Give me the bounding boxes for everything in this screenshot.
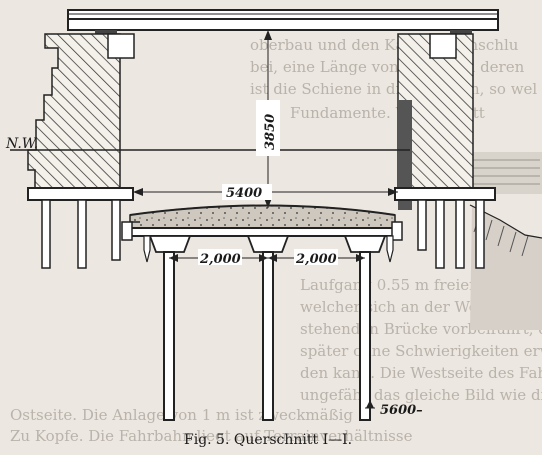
background-text-line: Zu Kopfe. Die Fahrbahn liegt auf Terrain…	[10, 427, 413, 445]
sheet-pile-spikes	[143, 235, 394, 263]
span-dimension	[133, 184, 398, 200]
background-text-line: ist die Schiene in drei Feldern, so wel	[250, 80, 537, 98]
left-abutment-piles	[41, 199, 121, 269]
right-spacing-label: 2,000	[295, 252, 337, 267]
background-text-line: oberbau und den Kanal. In Anschlu	[250, 36, 519, 54]
height-label: 3850	[263, 114, 278, 150]
background-text-line: Ostseite. Die Anlage von 1 m ist zweckmä…	[10, 406, 353, 424]
spacing-dimension	[169, 249, 365, 265]
main-piles	[163, 251, 371, 421]
background-text-line: bei, eine Länge von 10 m und deren	[250, 58, 525, 76]
water-level-label: N.W.	[5, 136, 38, 152]
canal-trough	[121, 204, 403, 241]
right-abutment-cap	[429, 33, 457, 59]
left-abutment-cap	[107, 33, 135, 59]
depth-label: 5600–	[380, 403, 423, 418]
depth-dimension	[365, 400, 375, 409]
right-abutment-block	[398, 100, 412, 210]
background-text-line: den kann. Die Westseite des Fahrweges gi…	[300, 364, 542, 382]
span-label: 5400	[226, 186, 262, 201]
figure-caption: Fig. 5. Querschnitt I—I.	[184, 432, 352, 448]
height-dimension	[256, 30, 280, 208]
right-abutment-piles	[417, 199, 485, 269]
left-abutment	[27, 33, 121, 196]
background-text-line: später ohne Schwierigkeiten erweitert we…	[300, 342, 542, 360]
left-spacing-label: 2,000	[199, 252, 241, 267]
left-foundation-slab	[27, 187, 134, 201]
background-text-line: ungefähr das gleiche Bild wie die beschr…	[300, 386, 542, 404]
right-foundation-slab	[394, 187, 496, 201]
pile-caps	[148, 235, 387, 253]
